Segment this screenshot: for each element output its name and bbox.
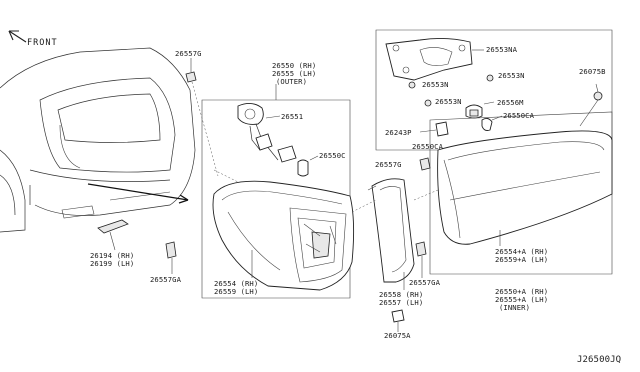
- label-26075B: 26075B: [579, 67, 606, 76]
- grommet-26075B: [593, 83, 603, 101]
- label-inner: (INNER): [499, 303, 530, 312]
- label-26194-rh: 26194 (RH): [90, 251, 135, 260]
- socket-harness: [237, 103, 297, 163]
- label-26075A: 26075A: [384, 331, 411, 340]
- label-26557G-mid: 26557G: [375, 160, 402, 169]
- label-26553N-b: 26553N: [422, 80, 449, 89]
- label-26550C: 26550C: [319, 151, 346, 160]
- rear-combination-lamp-outer: [212, 180, 355, 291]
- label-26555A-lh: 26555+A (LH): [495, 295, 549, 304]
- label-26550CA-b: 26550CA: [412, 142, 443, 151]
- label-26557G-top: 26557G: [175, 49, 202, 58]
- label-26558-rh: 26558 (RH): [379, 290, 424, 299]
- label-26550CA-a: 26550CA: [503, 111, 534, 120]
- clip-26557G-top: [185, 58, 197, 83]
- reflector-part: [97, 219, 129, 234]
- label-26551: 26551: [281, 112, 304, 121]
- label-26554A-rh: 26554+A (RH): [495, 247, 549, 256]
- label-26243P: 26243P: [385, 128, 412, 137]
- label-26557-lh: 26557 (LH): [379, 298, 424, 307]
- label-26553N-a: 26553N: [498, 71, 525, 80]
- label-26199-lh: 26199 (LH): [90, 259, 135, 268]
- label-26553NA: 26553NA: [486, 45, 517, 54]
- rear-combination-lamp-inner: [437, 130, 613, 245]
- label-26554-rh: 26554 (RH): [214, 279, 259, 288]
- socket-26556M: [465, 101, 495, 119]
- screw-26553N: [408, 74, 494, 107]
- label-26553N-c: 26553N: [435, 97, 462, 106]
- bulb-26550C: [297, 155, 319, 177]
- front-arrow-icon: [8, 30, 27, 43]
- label-26559-lh: 26559 (LH): [214, 287, 259, 296]
- grommet-26075A: [391, 309, 405, 332]
- label-outer: (OUTER): [276, 77, 307, 86]
- garnish-26558: [367, 178, 415, 283]
- label-26556M: 26556M: [497, 98, 524, 107]
- diagram-code: J26500JQ: [577, 355, 622, 365]
- inner-lamp-box: [429, 111, 613, 275]
- socket-26243P: [419, 121, 449, 137]
- front-label: FRONT: [27, 38, 58, 48]
- bulb-26550CA: [481, 115, 503, 131]
- label-26557GA-left: 26557GA: [150, 275, 181, 284]
- label-26550-rh: 26550 (RH): [272, 61, 317, 70]
- clip-26557GA-left: [165, 241, 177, 274]
- vehicle-rear-illustration: [0, 47, 196, 233]
- label-26555-lh: 26555 (LH): [272, 69, 317, 78]
- outer-lamp-box: [201, 99, 351, 299]
- label-26557GA-right: 26557GA: [409, 278, 440, 287]
- clip-26557G-mid: [419, 157, 431, 171]
- label-26550A-rh: 26550+A (RH): [495, 287, 549, 296]
- clip-26557GA-right: [415, 241, 427, 278]
- bracket-26553NA: [385, 37, 484, 81]
- label-26559A-lh: 26559+A (LH): [495, 255, 549, 264]
